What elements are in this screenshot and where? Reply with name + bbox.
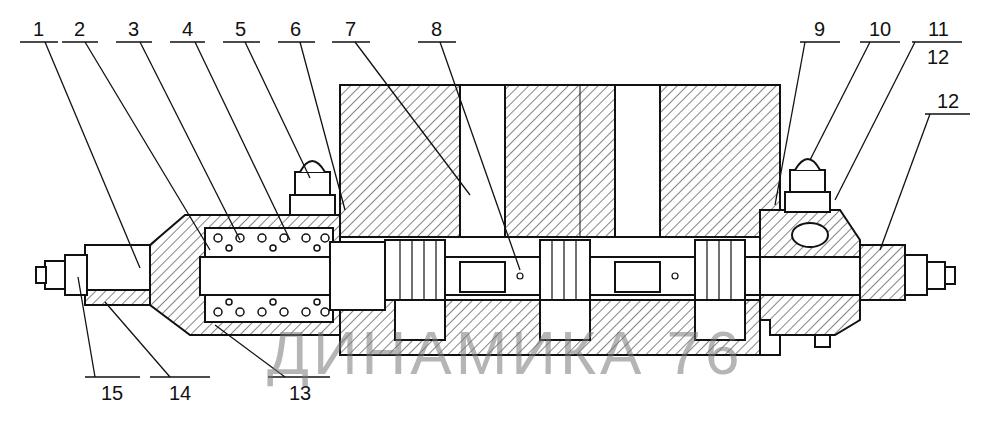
watermark: ДИНАМИКА 76 bbox=[267, 322, 744, 384]
callout-number: 13 bbox=[289, 383, 311, 403]
callout-number: 9 bbox=[814, 19, 825, 39]
callout-number: 4 bbox=[182, 19, 193, 39]
callout-number: 15 bbox=[101, 383, 123, 403]
callout-number: 3 bbox=[128, 19, 139, 39]
callout-number: 10 bbox=[869, 19, 891, 39]
callout-number: 6 bbox=[290, 19, 301, 39]
callout-number: 12 bbox=[927, 47, 949, 67]
callout-number: 1 bbox=[33, 19, 44, 39]
callout-number: 14 bbox=[169, 383, 191, 403]
callout-number: 12 bbox=[937, 91, 959, 111]
callout-number: 8 bbox=[431, 19, 442, 39]
callout-number: 5 bbox=[235, 19, 246, 39]
callout-number: 11 bbox=[928, 19, 949, 39]
callout-number: 7 bbox=[345, 19, 356, 39]
callout-number: 2 bbox=[74, 19, 85, 39]
